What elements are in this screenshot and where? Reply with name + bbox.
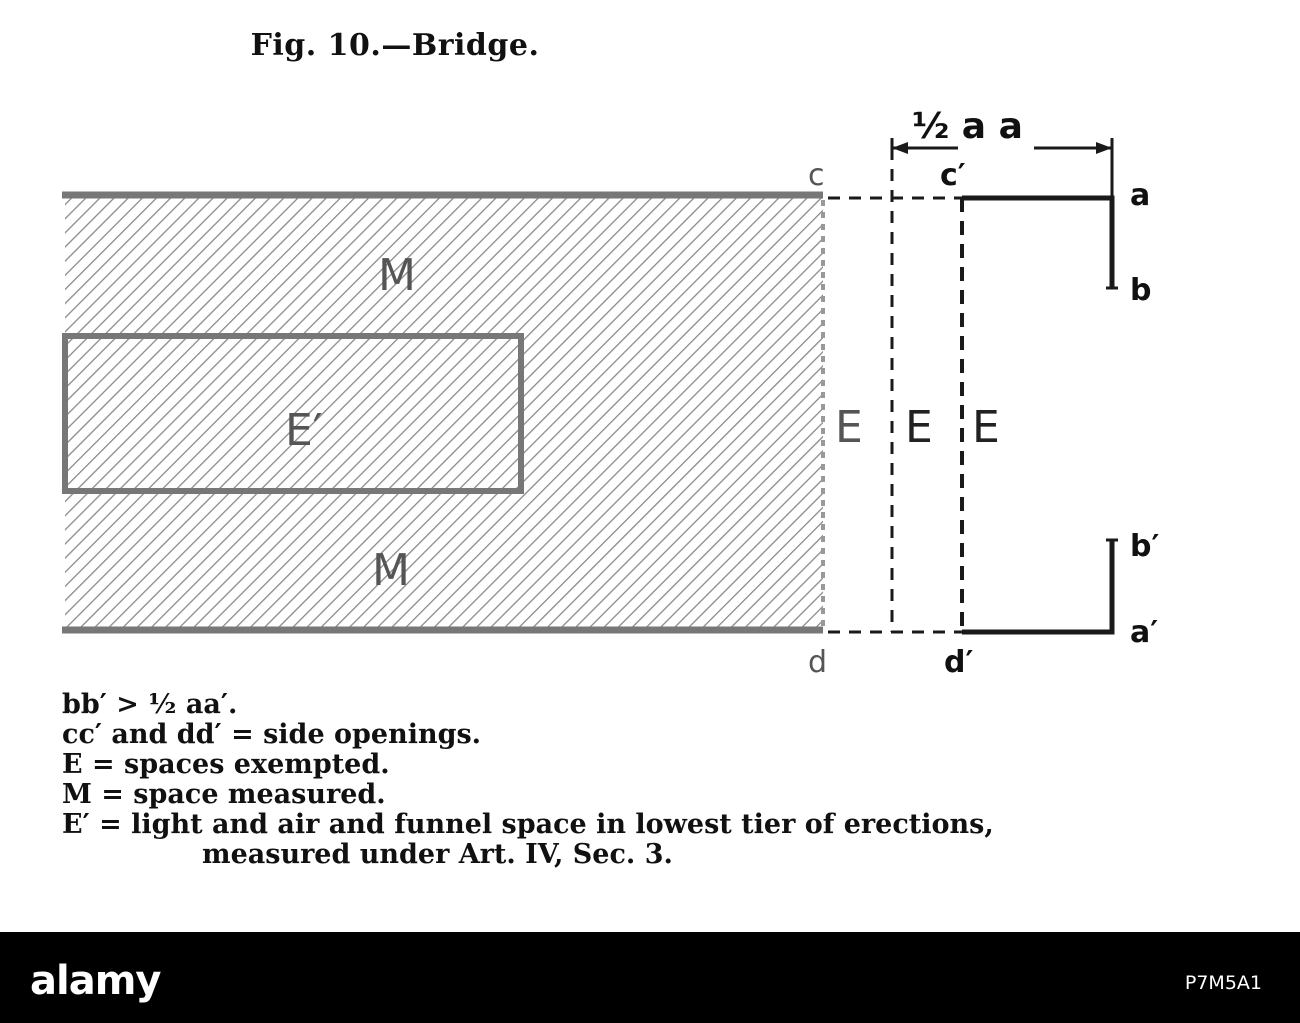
legend-line: M = space measured. bbox=[62, 779, 386, 810]
label-b: b bbox=[1130, 273, 1151, 308]
legend-line: bb′ > ½ aa′. bbox=[62, 689, 238, 720]
dimension-label: ½ a a bbox=[912, 106, 1023, 147]
legend-line: E = spaces exempted. bbox=[62, 749, 390, 780]
stock-id: P7M5A1 bbox=[1184, 972, 1262, 994]
label-e-1: E bbox=[835, 402, 863, 453]
label-e-3: E bbox=[972, 402, 1000, 453]
legend-line: cc′ and dd′ = side openings. bbox=[62, 719, 482, 750]
legend-line: measured under Art. IV, Sec. 3. bbox=[202, 839, 673, 870]
label-m-bottom: M bbox=[372, 545, 410, 596]
label-a-prime: a′ bbox=[1130, 615, 1158, 650]
label-d-prime: d′ bbox=[944, 645, 973, 680]
dim-arrow-right bbox=[1096, 142, 1112, 154]
label-c: c bbox=[808, 158, 825, 193]
exempt-inner-area bbox=[62, 333, 524, 494]
bridge-end-top bbox=[962, 195, 1115, 288]
label-e-2: E bbox=[905, 402, 933, 453]
bridge-diagram: ½ a a M E′ M E E E c d c′ d′ a b b′ a′ bbox=[62, 106, 1159, 680]
figure-legend: bb′ > ½ aa′. cc′ and dd′ = side openings… bbox=[62, 690, 994, 870]
watermark-bar bbox=[0, 932, 1300, 1023]
figure-title: Fig. 10.—Bridge. bbox=[250, 28, 540, 63]
dim-arrow-left bbox=[892, 142, 908, 154]
brand-logo: alamy bbox=[30, 958, 161, 1004]
label-m-top: M bbox=[378, 250, 416, 301]
label-e-prime: E′ bbox=[285, 405, 323, 456]
bridge-end-bottom bbox=[962, 540, 1115, 635]
label-b-prime: b′ bbox=[1130, 529, 1159, 564]
label-d: d bbox=[808, 645, 827, 680]
legend-line: E′ = light and air and funnel space in l… bbox=[62, 809, 994, 840]
label-c-prime: c′ bbox=[940, 158, 966, 193]
label-a: a bbox=[1130, 178, 1150, 213]
